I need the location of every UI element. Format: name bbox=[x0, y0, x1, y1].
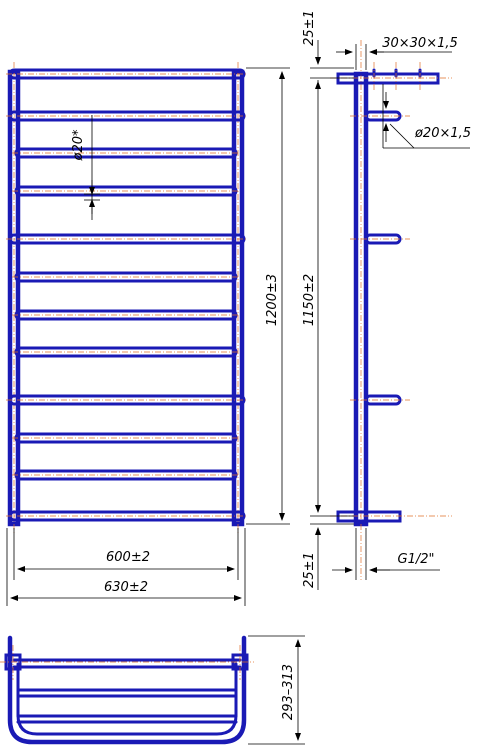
bottom-connector bbox=[336, 510, 402, 523]
height-overall-label: 1200±3 bbox=[265, 274, 280, 326]
width-centers-label: 600±2 bbox=[106, 550, 150, 565]
rungs bbox=[6, 68, 248, 522]
top-profile bbox=[336, 72, 440, 85]
height-centers-label: 1150±2 bbox=[302, 274, 317, 326]
side-view bbox=[330, 40, 452, 580]
top-view-outer-frame bbox=[7, 635, 247, 745]
width-overall-label: 630±2 bbox=[104, 580, 148, 595]
front-dimensions: 1200±3 ø20* 600±2 630±2 bbox=[6, 67, 290, 606]
thread-label: G1/2" bbox=[398, 552, 435, 567]
depth-label: 293–313 bbox=[281, 664, 296, 720]
offset-bottom-label: 25±1 bbox=[302, 552, 317, 588]
offset-top-label: 25±1 bbox=[302, 10, 317, 46]
top-pins bbox=[372, 62, 422, 90]
profile-section-label: 30×30×1,5 bbox=[382, 36, 458, 51]
bar-diameter-label: ø20×1,5 bbox=[414, 126, 471, 141]
side-stubs bbox=[350, 110, 410, 406]
top-view: 293–313 bbox=[0, 635, 305, 745]
tube-diameter-label: ø20* bbox=[71, 129, 86, 161]
front-view bbox=[6, 62, 248, 534]
side-dimensions: 1150±2 25±1 25±1 30×30×1,5 ø20×1,5 G1/2" bbox=[302, 10, 471, 590]
